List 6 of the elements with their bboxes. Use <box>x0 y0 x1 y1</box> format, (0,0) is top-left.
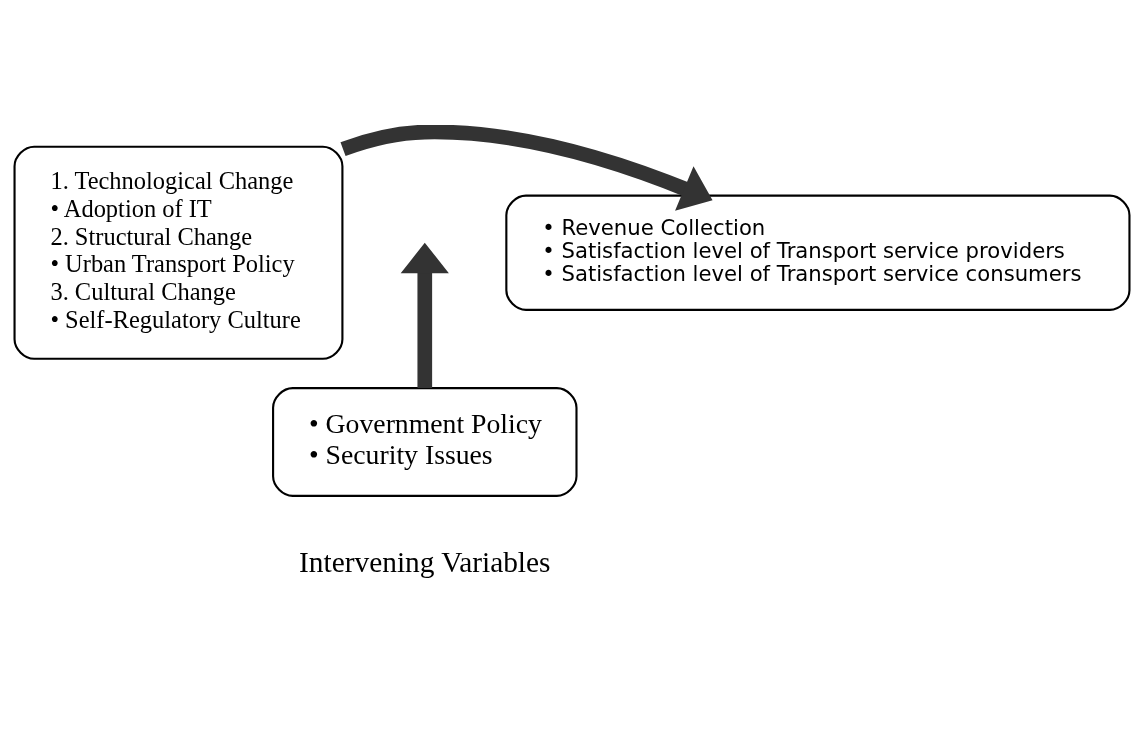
node-box: • Government Policy • Security Issues <box>272 386 578 497</box>
arrow <box>340 124 713 211</box>
node-box: • Revenue Collection • Satisfaction level of Transport service providers • Satisfaction level of Transport service consumers <box>505 194 1131 311</box>
node-box: 1. Technological Change • Adoption of IT 2. Structural Change • Urban Transport Policy 3. Cultural Change • Self-Regulatory Culture <box>13 145 344 360</box>
node-label: Intervening Variables <box>299 545 551 577</box>
arrow <box>400 242 449 388</box>
